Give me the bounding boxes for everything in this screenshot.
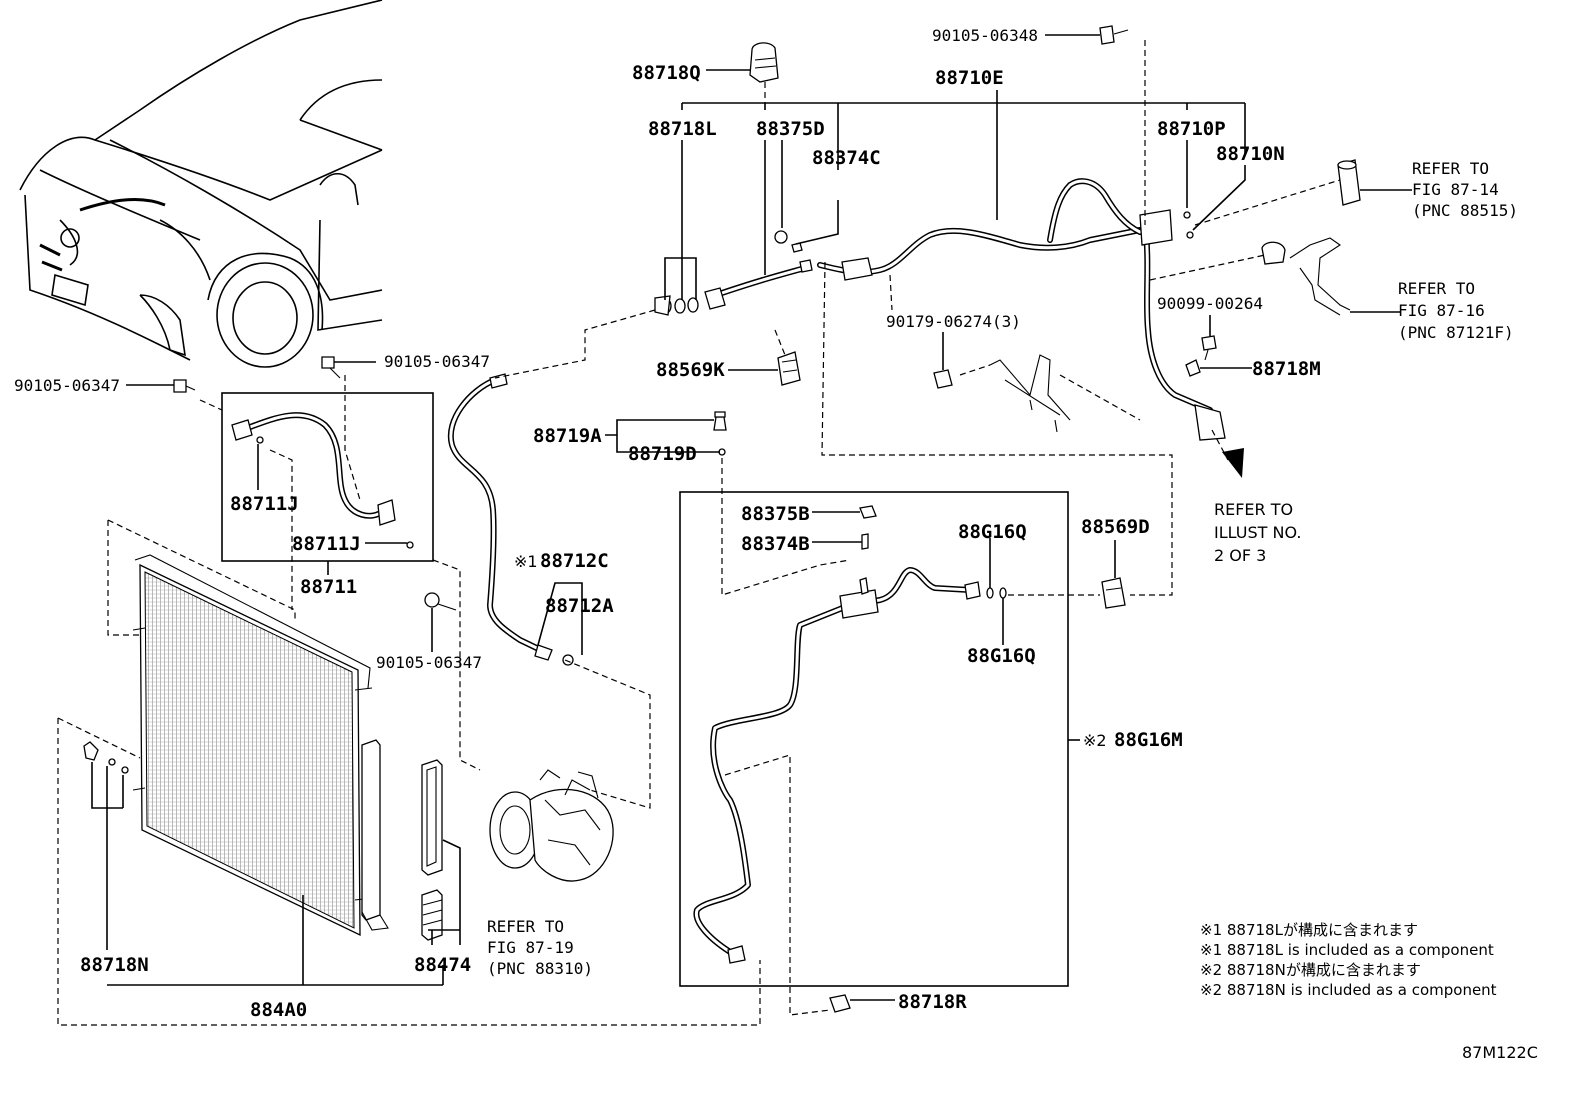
label-88718Q: 88718Q <box>632 62 701 84</box>
label-88719D: 88719D <box>628 443 697 465</box>
label-88711J-a: 88711J <box>230 493 299 515</box>
footnotes: ※1 88718Lが構成に含まれます ※1 88718L is included… <box>1200 921 1497 999</box>
ref-illust-line3: 2 OF 3 <box>1214 546 1266 565</box>
label-90105-06347-lower: 90105-06347 <box>376 653 482 672</box>
bolt-90105-06347-left <box>126 379 196 393</box>
label-88G16Q-a: 88G16Q <box>958 521 1027 543</box>
label-88710E: 88710E <box>935 67 1004 89</box>
label-88375B: 88375B <box>741 503 810 525</box>
label-88711: 88711 <box>300 576 357 598</box>
label-88710N: 88710N <box>1216 143 1285 165</box>
ref-87-19-line1: REFER TO <box>487 917 564 936</box>
ref-87-16-line2: FIG 87-16 <box>1398 301 1485 320</box>
bracket-88569D <box>1008 540 1126 609</box>
ref-illust-line1: REFER TO <box>1214 500 1293 519</box>
bolt-90105-06348 <box>1045 25 1129 45</box>
label-88711J-b: 88711J <box>292 533 361 555</box>
label-88374C: 88374C <box>812 147 881 169</box>
clamp-88718Q <box>706 42 779 103</box>
ref-87-14-line2: FIG 87-14 <box>1412 180 1499 199</box>
label-88719A: 88719A <box>533 425 602 447</box>
bracket-88569K <box>728 351 801 386</box>
discharge-hose-88712C <box>447 373 651 809</box>
ref-87-14-line1: REFER TO <box>1412 159 1489 178</box>
note-2-ja: ※2 88718Nが構成に含まれます <box>1200 961 1421 979</box>
upper-pipe-88710E <box>494 40 1341 596</box>
seal-88718R <box>829 994 895 1013</box>
label-88569K: 88569K <box>656 359 725 381</box>
switch-88719A <box>605 411 851 596</box>
arrow-to-illust-2 <box>1211 429 1244 478</box>
ref-87-16-line3: (PNC 87121F) <box>1398 323 1514 342</box>
label-90179-06274: 90179-06274(3) <box>886 312 1021 331</box>
label-90105-06347-left: 90105-06347 <box>14 376 120 395</box>
label-88718L: 88718L <box>648 118 717 140</box>
ref-87-19-line3: (PNC 88310) <box>487 959 593 978</box>
bolt-90105-06347-top <box>321 356 376 379</box>
ref-87-16-line1: REFER TO <box>1398 279 1475 298</box>
label-88718M: 88718M <box>1252 358 1321 380</box>
label-90105-06347-top: 90105-06347 <box>384 352 490 371</box>
part-labels: 90105-06348 88718Q 88710E 88718L 88375D … <box>14 26 1321 1021</box>
nut-90179-06274 <box>933 332 1071 433</box>
label-88G16Q-b: 88G16Q <box>967 645 1036 667</box>
label-88712A: 88712A <box>545 595 614 617</box>
bolt-90099-00264 <box>1201 315 1217 361</box>
label-884A0: 884A0 <box>250 999 307 1021</box>
compressor-illustration <box>489 769 614 882</box>
label-88474: 88474 <box>414 954 471 976</box>
label-90105-06348: 90105-06348 <box>932 26 1038 45</box>
label-90099-00264: 90099-00264 <box>1157 294 1263 313</box>
ref-87-14-line3: (PNC 88515) <box>1412 201 1518 220</box>
note-1-en: ※1 88718L is included as a component <box>1200 941 1494 959</box>
label-88712C: 88712C <box>540 550 609 572</box>
vehicle-illustration <box>19 0 383 368</box>
note-1-ja: ※1 88718Lが構成に含まれます <box>1200 921 1418 939</box>
figure-id: 87M122C <box>1462 1043 1538 1062</box>
part-ref-87-14 <box>1337 159 1412 206</box>
part-ref-87-16 <box>1261 237 1400 316</box>
label-88718R: 88718R <box>898 991 967 1013</box>
label-88G16M-mark: ※2 <box>1083 731 1107 750</box>
label-88375D: 88375D <box>756 118 825 140</box>
label-88712C-mark: ※1 <box>514 552 538 571</box>
label-88G16M: 88G16M <box>1114 729 1183 751</box>
lower-pipe-box <box>679 491 1069 987</box>
ref-illust-line2: ILLUST NO. <box>1214 523 1301 542</box>
lower-pipe-88G16M-assembly <box>679 491 1080 1016</box>
label-88569D: 88569D <box>1081 516 1150 538</box>
condenser-assembly <box>57 519 761 1026</box>
reference-blocks: REFER TO FIG 87-14 (PNC 88515) REFER TO … <box>487 159 1518 978</box>
label-88710P: 88710P <box>1157 118 1226 140</box>
seal-88718M <box>1185 359 1252 377</box>
note-2-en: ※2 88718N is included as a component <box>1200 981 1497 999</box>
label-88374B: 88374B <box>741 533 810 555</box>
hose-88711-assembly <box>199 375 481 771</box>
label-88718N: 88718N <box>80 954 149 976</box>
ref-87-19-line2: FIG 87-19 <box>487 938 574 957</box>
bolt-90105-06347-lower <box>424 592 457 652</box>
